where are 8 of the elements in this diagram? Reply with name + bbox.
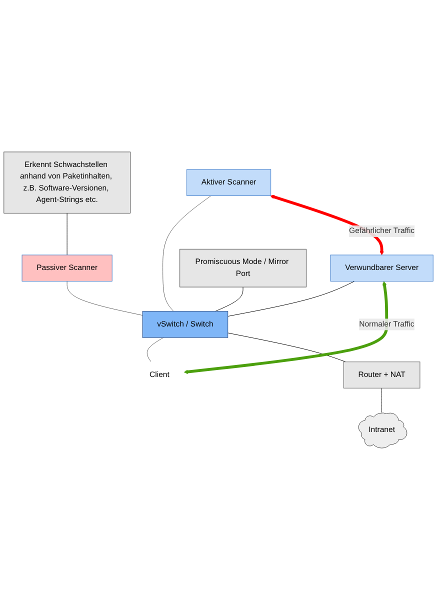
connector	[162, 195, 212, 312]
connector	[66, 212, 68, 256]
connector	[228, 280, 355, 317]
connector	[228, 332, 346, 362]
connector	[214, 286, 244, 312]
connector	[146, 337, 164, 362]
arrow	[184, 281, 388, 374]
connector	[66, 280, 143, 316]
